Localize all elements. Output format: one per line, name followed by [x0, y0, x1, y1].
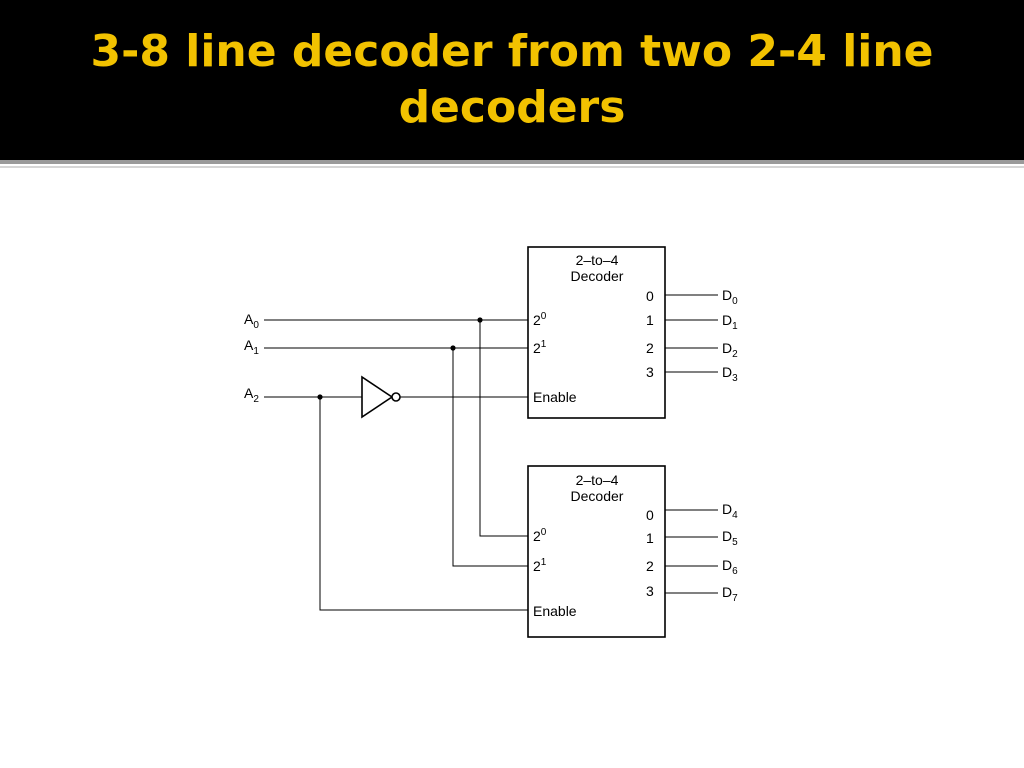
decoder-bottom-in1: 21	[533, 557, 547, 574]
decoder-bottom-in0: 20	[533, 527, 547, 544]
decoder-top-out-num-1: 1	[646, 312, 654, 328]
decoder-bottom-out-num-2: 2	[646, 558, 654, 574]
decoder-top-box	[527, 246, 666, 419]
output-label-d7: D7	[722, 584, 738, 604]
title-divider-secondary	[0, 166, 1024, 168]
input-label-a1: A1	[244, 337, 259, 357]
output-label-d3: D3	[722, 364, 738, 384]
title-divider	[0, 160, 1024, 164]
output-label-d2: D2	[722, 340, 738, 360]
decoder-top-in1: 21	[533, 339, 547, 356]
input-label-a2: A2	[244, 385, 259, 405]
output-label-d0: D0	[722, 287, 738, 307]
decoder-bottom-out-num-3: 3	[646, 583, 654, 599]
decoder-top-title-2: Decoder	[571, 268, 624, 284]
inverter-gate	[361, 375, 394, 419]
wire-a2-to-enable-bottom	[319, 397, 528, 611]
output-label-d1: D1	[722, 312, 738, 332]
slide-title-line-1: 3-8 line decoder from two 2-4 line	[90, 26, 934, 77]
decoder-top-out-num-3: 3	[646, 364, 654, 380]
decoder-top-in0: 20	[533, 311, 547, 328]
slide-title-bar: 3-8 line decoder from two 2-4 line decod…	[0, 0, 1024, 160]
slide-title-line-2: decoders	[398, 82, 626, 133]
inverter-bubble	[391, 392, 401, 402]
decoder-bottom-out-num-1: 1	[646, 530, 654, 546]
decoder-bottom-title-2: Decoder	[571, 488, 624, 504]
decoder-bottom-box	[527, 465, 666, 638]
output-label-d5: D5	[722, 528, 738, 548]
wire-a1-branch-bottom	[452, 348, 528, 567]
decoder-bottom-out-num-0: 0	[646, 507, 654, 523]
decoder-top-out-num-0: 0	[646, 288, 654, 304]
input-label-a0: A0	[244, 311, 259, 331]
decoder-bottom-title-1: 2–to–4	[576, 472, 619, 488]
decoder-top-enable: Enable	[533, 389, 577, 405]
output-label-d4: D4	[722, 501, 738, 521]
decoder-top-title-1: 2–to–4	[576, 252, 619, 268]
wire-a0-branch-bottom	[479, 320, 528, 537]
decoder-top-out-num-2: 2	[646, 340, 654, 356]
decoder-bottom-enable: Enable	[533, 603, 577, 619]
output-label-d6: D6	[722, 557, 738, 577]
